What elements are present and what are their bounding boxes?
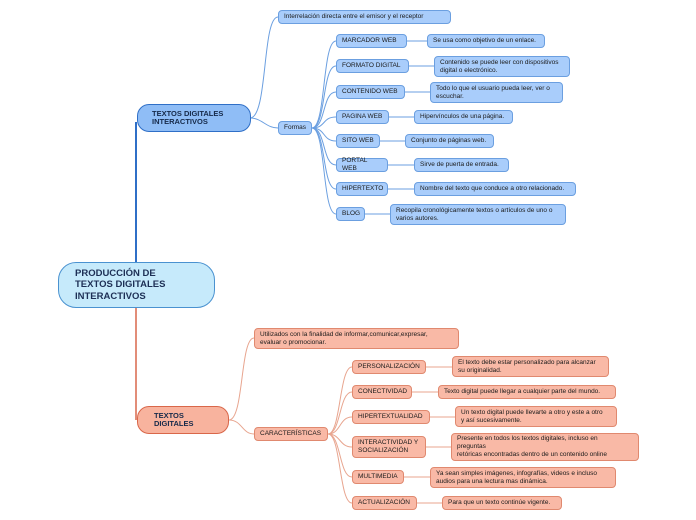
caracteristica-item[interactable]: MULTIMEDIA [352, 470, 404, 484]
connector-formas-item [311, 127, 337, 215]
caracteristica-desc[interactable]: El texto debe estar personalizado para a… [452, 356, 609, 377]
forma-item[interactable]: PORTAL WEB [336, 157, 388, 172]
caracteristica-desc[interactable]: Presente en todos los textos digitales, … [451, 433, 639, 461]
caracteristica-item[interactable]: HIPERTEXTUALIDAD [352, 410, 430, 424]
connector-digitales-caracteristicas [228, 419, 255, 435]
forma-desc[interactable]: Nombre del texto que conduce a otro rela… [414, 182, 576, 196]
forma-desc[interactable]: Todo lo que el usuario pueda leer, ver o… [430, 82, 563, 103]
forma-desc[interactable]: Recopila cronológicamente textos o artíc… [390, 204, 566, 225]
forma-item[interactable]: HIPERTEXTO [336, 182, 388, 196]
forma-desc[interactable]: Contenido se puede leer con dispositivos… [434, 56, 570, 77]
caracteristica-desc[interactable]: Texto digital puede llegar a cualquier p… [438, 385, 616, 399]
topic-interactivos[interactable]: TEXTOS DIGITALES INTERACTIVOS [137, 104, 251, 132]
interactivos-intro[interactable]: Interrelación directa entre el emisor y … [278, 10, 451, 24]
caracteristica-item[interactable]: INTERACTIVIDAD Y SOCIALIZACIÓN [352, 436, 426, 458]
caracteristicas-node[interactable]: CARACTERÍSTICAS [254, 427, 328, 441]
forma-item[interactable]: BLOG [336, 207, 365, 221]
connector-formas-item [311, 91, 337, 129]
forma-item[interactable]: MARCADOR WEB [336, 34, 407, 48]
forma-item[interactable]: FORMATO DIGITAL [336, 59, 409, 73]
forma-desc[interactable]: Sirve de puerta de entrada. [414, 158, 509, 172]
forma-desc[interactable]: Conjunto de páginas web. [405, 134, 494, 148]
caracteristica-item[interactable]: CONECTIVIDAD [352, 385, 412, 399]
caracteristica-desc[interactable]: Ya sean simples imágenes, infografías, v… [430, 467, 616, 488]
connector-formas-item [311, 116, 337, 129]
connector-caracteristicas-item [327, 416, 353, 435]
forma-item[interactable]: PAGINA WEB [336, 110, 389, 124]
caracteristica-item[interactable]: PERSONALIZACIÓN [352, 360, 426, 374]
forma-item[interactable]: CONTENIDO WEB [336, 85, 405, 99]
forma-item[interactable]: SITO WEB [336, 134, 380, 148]
connector-digitales-intro [228, 337, 255, 421]
connector-formas-item [311, 40, 337, 129]
caracteristica-desc[interactable]: Un texto digital puede llevarte a otro y… [455, 406, 617, 427]
connector-caracteristicas-item [327, 366, 353, 435]
connector-formas-item [311, 127, 337, 190]
caracteristica-desc[interactable]: Para que un texto continúe vigente. [442, 496, 562, 510]
connector-formas-item [311, 65, 337, 129]
forma-desc[interactable]: Hipervínculos de una página. [414, 110, 513, 124]
connector-interactivos-intro [249, 16, 279, 119]
formas-node[interactable]: Formas [278, 121, 312, 135]
root-node[interactable]: PRODUCCIÓN DE TEXTOS DIGITALES INTERACTI… [58, 262, 215, 308]
connector-caracteristicas-item [327, 433, 353, 504]
topic-digitales[interactable]: TEXTOS DIGITALES [137, 406, 229, 434]
connector-caracteristicas-item [327, 391, 353, 435]
digitales-intro[interactable]: Utilizados con la finalidad de informar,… [254, 328, 459, 349]
caracteristica-item[interactable]: ACTUALIZACIÓN [352, 496, 417, 510]
connector-interactivos-formas [249, 117, 279, 129]
forma-desc[interactable]: Se usa como objetivo de un enlace. [427, 34, 545, 48]
